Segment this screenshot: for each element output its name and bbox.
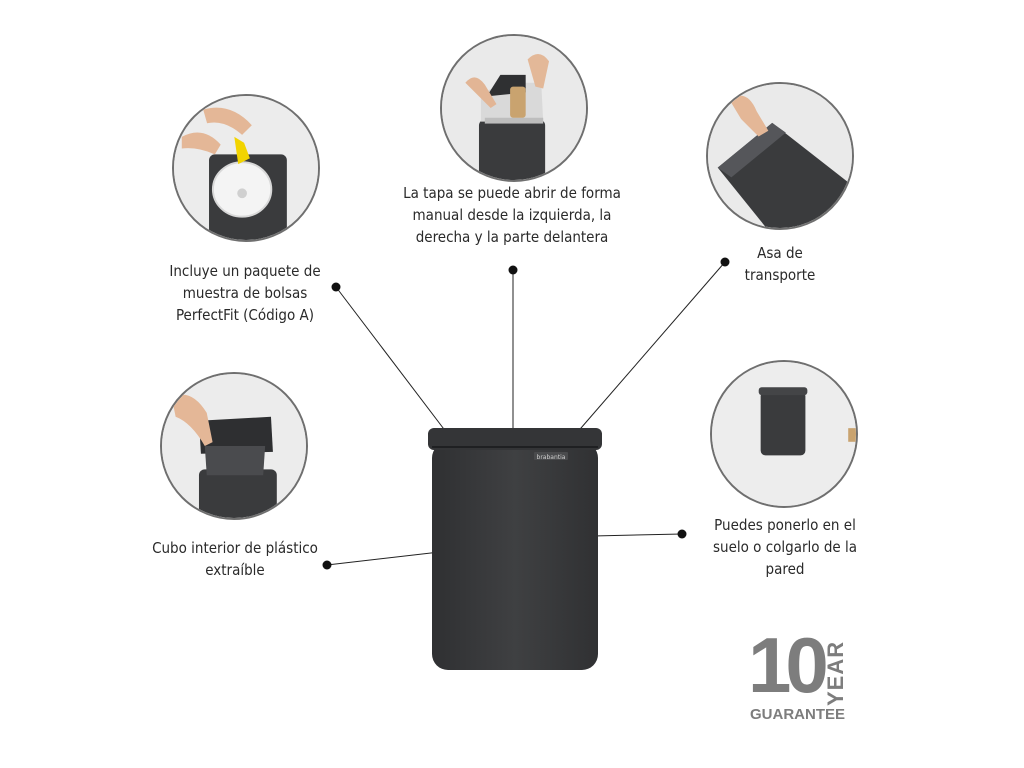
caption-lid: La tapa se puede abrir de forma manual d… [403, 184, 621, 246]
caption-inner-bucket: Cubo interior de plástico extraíble [152, 539, 318, 579]
dot-lid [508, 265, 518, 275]
dot-handle [720, 257, 730, 267]
caption-handle: Asa de transporte [744, 244, 816, 284]
guarantee-year: YEAR [823, 640, 848, 706]
brand-label: brabantia [537, 454, 566, 461]
dot-inner-bucket [322, 560, 332, 570]
guarantee-number: 10 [748, 621, 829, 709]
dot-mounting [677, 529, 687, 539]
caption-mounting: Puedes ponerlo en el suelo o colgarlo de… [713, 516, 857, 578]
inner-bucket-detail-image [160, 372, 308, 520]
dot-bags [331, 282, 341, 292]
guarantee-label: GUARANTEE [750, 706, 846, 723]
caption-bags: Incluye un paquete de muestra de bolsas … [169, 262, 321, 324]
guarantee-badge: 10 YEAR GUARANTEE [748, 626, 856, 728]
handle-detail-image [706, 82, 854, 230]
bags-detail-image [172, 94, 320, 242]
lid-detail-image [440, 34, 588, 182]
wall-mount-detail-image [710, 360, 858, 508]
